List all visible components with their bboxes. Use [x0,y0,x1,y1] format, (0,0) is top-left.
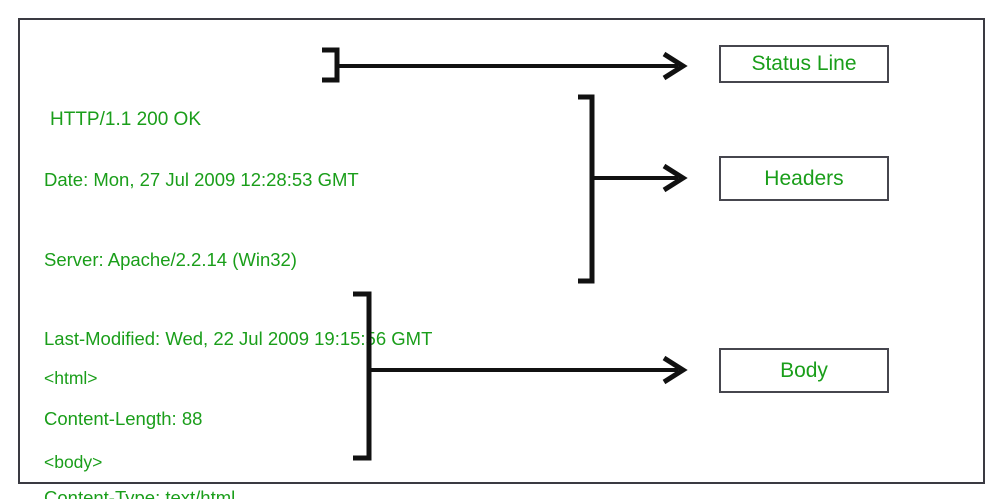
label-box-status-line-text: Status Line [751,52,857,75]
label-box-headers: Headers [719,156,889,201]
header-row-content-type: Content-Type: text/html [44,487,236,499]
header-row-last-modified: Last-Modified: Wed, 22 Jul 2009 19:15:56… [44,328,433,349]
label-box-headers-text: Headers [764,166,844,190]
outer-frame [18,18,985,484]
headers-text-block: Date: Mon, 27 Jul 2009 12:28:53 GMT Serv… [44,114,432,499]
status-line-text-block: HTTP/1.1 200 OK [50,55,201,185]
status-line-row: HTTP/1.1 200 OK [50,109,202,130]
body-text-block: <html> <body> <h1>Hello, World!</h1> </b… [44,308,229,499]
label-box-status-line: Status Line [719,45,889,83]
body-row-body-open: <body> [44,452,103,472]
header-row-content-length: Content-Length: 88 [44,407,203,429]
label-box-body: Body [719,348,889,393]
label-box-body-text: Body [780,358,828,382]
header-row-date: Date: Mon, 27 Jul 2009 12:28:53 GMT [44,169,359,190]
header-row-server: Server: Apache/2.2.14 (Win32) [44,248,297,270]
body-row-html-open: <html> [44,368,98,388]
